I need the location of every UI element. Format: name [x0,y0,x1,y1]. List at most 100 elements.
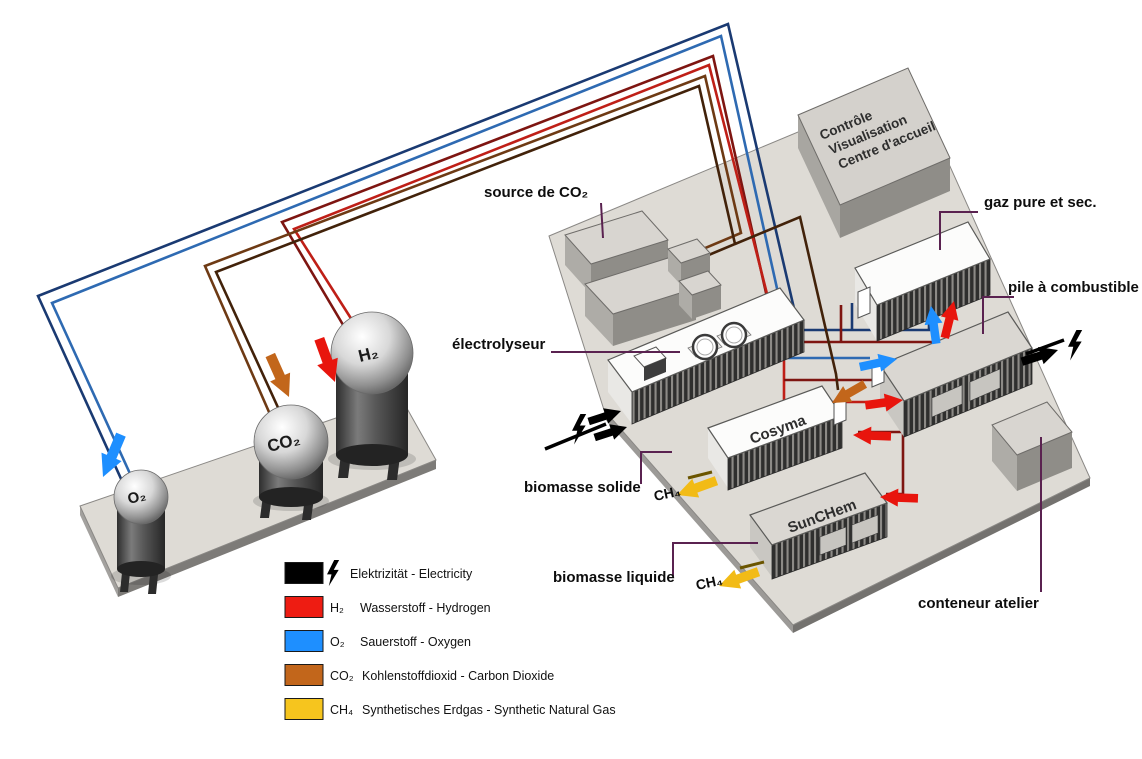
src-block2-front-face [613,288,696,346]
legend-swatch-o2 [284,630,324,652]
source-co2-blocks [564,210,722,346]
sunchem-left-face [750,515,772,577]
biomasse-liquide-connector [672,542,758,576]
legend-formula-ch4: CH₄ [330,703,353,717]
label-pile-combustible: pile à combustible [1008,279,1139,296]
sunchem-panel [819,526,847,556]
building-controle: Contrôle Visualisation Centre d'accueil [797,67,951,238]
tank-o2-bottom [117,561,165,577]
legend: Elektrizität - Electricity H₂ Wasserstof… [284,560,616,720]
legend-formula-o2: O₂ [330,635,345,649]
ch4-line-sunchem [739,560,765,570]
src-block2-left-face [585,284,613,346]
electricity-line-in [544,422,607,451]
sunchem-roof [749,472,888,546]
conteneur-left-face [992,425,1017,491]
src-cube2-roof [678,270,722,296]
label-biomasse-liquide: biomasse liquide [553,569,675,586]
pile-roof [879,311,1033,402]
label-biomasse-solide: biomasse solide [524,479,641,496]
legend-row-h2: H₂ Wasserstoff - Hydrogen [284,596,491,618]
electrolyseur-box-front [644,358,666,381]
pipe-co2-branch-cosyma [734,215,840,391]
left-platform-side-left [80,506,118,597]
tank-h2-head [330,311,414,395]
building-cosyma: Cosyma [707,385,847,491]
building-electrolyseur [607,287,805,425]
legend-row-co2: CO₂ Kohlenstoffdioxid - Carbon Dioxide [284,664,554,686]
legend-row-electricity: Elektrizität - Electricity [284,560,473,587]
o2-to-tank-arrow [92,430,132,482]
legend-formula-h2: H₂ [330,601,344,615]
tank-h2: H₂ [328,311,416,480]
controle-roof [797,67,951,206]
src-cube1-roof [667,238,711,264]
ch4-line-cosyma [687,470,713,480]
gaz-pure-door [857,286,871,319]
tank-o2: O₂ [111,469,171,594]
legend-swatch-h2 [284,596,324,618]
gaz-pure-connector [939,211,978,250]
label-gaz-pure: gaz pure et sec. [984,194,1097,211]
label-ch4-cosyma: CH₄ [652,483,682,504]
conteneur-roof [991,401,1073,456]
legend-label-ch4: Synthetisches Erdgas - Synthetic Natural… [362,703,616,717]
legend-formula-co2: CO₂ [330,669,354,683]
electrolyseur-left-face [608,360,632,424]
electricity [544,330,1083,451]
label-electrolyseur: électrolyseur [452,336,546,353]
flow-arrows [92,298,1061,596]
tank-h2-bottom [336,444,408,466]
legend-label-h2: Wasserstoff - Hydrogen [360,601,491,615]
tank-co2: CO₂ [253,404,329,520]
pipe-o2-inner [50,34,870,490]
legend-swatch-ch4 [284,698,324,720]
tank-co2-bottom [259,487,323,507]
tank-h2-label: H₂ [356,343,380,366]
pipe-co2-inner [214,84,737,426]
label-ch4-sunchem: CH₄ [694,572,724,593]
src-block1-left-face [565,235,591,294]
building-gaz-pure [854,221,991,342]
pipe-co2-outer [203,74,743,429]
src-cube2-left-face [679,281,692,319]
legend-label-co2: Kohlenstoffdioxid - Carbon Dioxide [362,669,554,683]
tank-o2-label: O₂ [126,487,148,508]
lightning-icon [1068,330,1083,361]
pipe-o2-outer [36,22,931,493]
co2-to-tank-arrow [260,350,299,402]
text-labels: source de CO₂ électrolyseur gaz pure et … [452,184,1139,612]
pile-panel [931,384,963,418]
tank-co2-head [253,404,329,480]
cosyma-left-face [708,428,728,488]
building-conteneur-atelier [991,401,1073,491]
controle-front-face [840,158,950,238]
src-block1-roof [564,210,669,265]
label-conteneur-atelier: conteneur atelier [918,595,1039,612]
building-sunchem: SunCHem [749,472,888,580]
legend-swatch-co2 [284,664,324,686]
sunchem-panel [851,514,879,544]
pile-connector [982,296,1014,334]
left-platform-side-front [118,460,436,597]
lightning-icon [327,560,340,587]
electrolyseur-vent-ring [725,326,743,344]
biomasse-solide-connector [640,451,672,484]
legend-row-ch4: CH₄ Synthetisches Erdgas - Synthetic Nat… [284,698,616,720]
src-cube2-front-face [692,285,721,319]
electricity-line-out [1025,338,1065,356]
conteneur-front-face [1017,432,1072,491]
main-platform-side-right [793,478,1090,633]
label-connectors [551,202,1042,592]
tank-o2-head [113,469,169,525]
source-co2-connector [600,202,604,239]
legend-swatch-electricity [284,562,324,584]
label-source-co2: source de CO₂ [484,184,588,201]
controle-left-face [798,115,840,238]
legend-label-electricity: Elektrizität - Electricity [350,567,473,581]
lightning-icon [572,414,587,445]
legend-row-o2: O₂ Sauerstoff - Oxygen [284,630,471,652]
legend-label-o2: Sauerstoff - Oxygen [360,635,471,649]
src-cube1-left-face [668,249,681,285]
